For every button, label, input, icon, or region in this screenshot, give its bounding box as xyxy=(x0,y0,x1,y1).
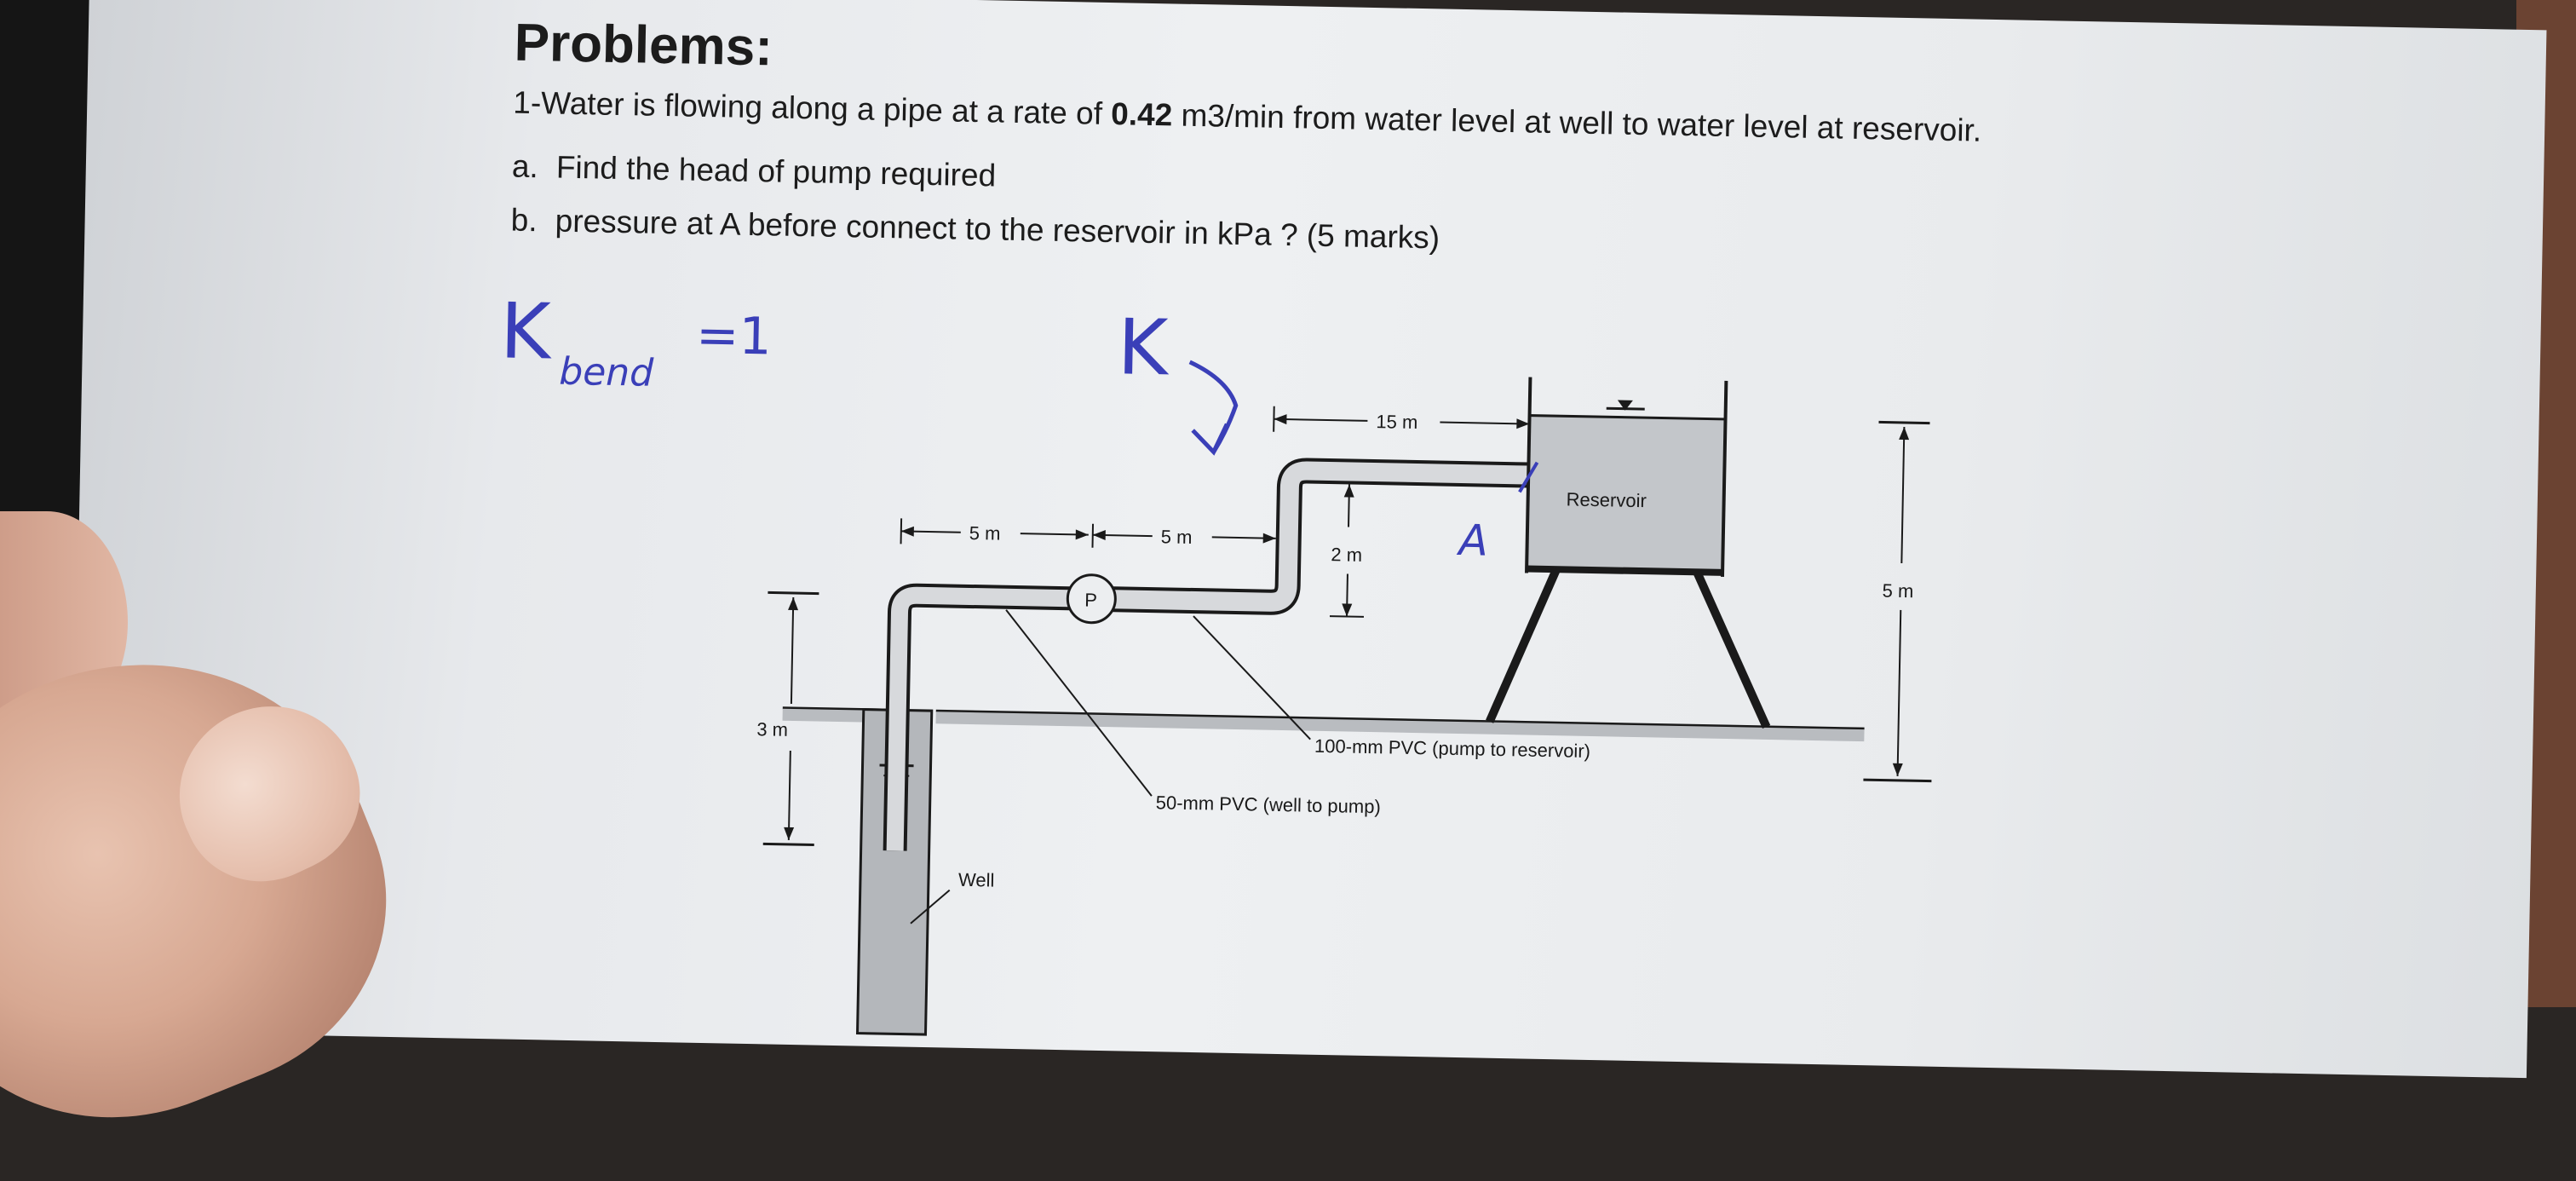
k-bend-sub: bend xyxy=(559,350,655,395)
pump: P xyxy=(1066,573,1117,625)
k-arrow-k: K xyxy=(1117,302,1170,393)
dim-5m-reservoir-label: 5 m xyxy=(1882,580,1913,602)
k-arrow-curve xyxy=(1188,360,1239,453)
reservoir: Reservoir xyxy=(1486,377,1771,729)
point-a-mark xyxy=(1518,461,1539,493)
paper-sheet: Problems: 1-Water is flowing along a pip… xyxy=(69,0,2547,1079)
dim-3m-label: 3 m xyxy=(756,718,788,740)
k-arrow-annotation: K xyxy=(1117,302,1239,456)
suction-pipe xyxy=(883,583,1075,851)
point-a-label: A xyxy=(1456,516,1488,566)
dim-15m: 15 m xyxy=(1273,406,1530,433)
well: Well xyxy=(855,708,995,1036)
discharge-pipe xyxy=(1108,458,1529,615)
dim-2m-label: 2 m xyxy=(1331,544,1362,566)
dim-2m: 2 m xyxy=(1329,484,1365,618)
dim-15m-label: 15 m xyxy=(1376,411,1417,433)
pipe-labels: 100-mm PVC (pump to reservoir) 50-mm PVC… xyxy=(1005,609,1590,817)
dim-5m-horizontal: 5 m 5 m xyxy=(900,518,1276,548)
pump-label: P xyxy=(1084,590,1097,611)
k-bend-annotation: K bend =1 xyxy=(499,286,773,395)
dim-5m-right-label: 5 m xyxy=(1161,526,1193,548)
pipe-system-diagram: K bend =1 K Well xyxy=(499,286,1932,1036)
pipe-50-label: 50-mm PVC (well to pump) xyxy=(1156,792,1382,817)
k-bend-k: K xyxy=(499,286,553,377)
reservoir-label: Reservoir xyxy=(1566,488,1647,511)
dim-5m-vertical: 5 m xyxy=(1863,420,1932,783)
k-arrow-head xyxy=(1191,423,1229,456)
pipe-100-label: 100-mm PVC (pump to reservoir) xyxy=(1314,735,1590,762)
well-label: Well xyxy=(958,869,995,891)
dim-5m-left-label: 5 m xyxy=(969,522,1001,544)
k-bend-value: =1 xyxy=(696,306,773,367)
dim-3m: 3 m xyxy=(756,590,819,847)
